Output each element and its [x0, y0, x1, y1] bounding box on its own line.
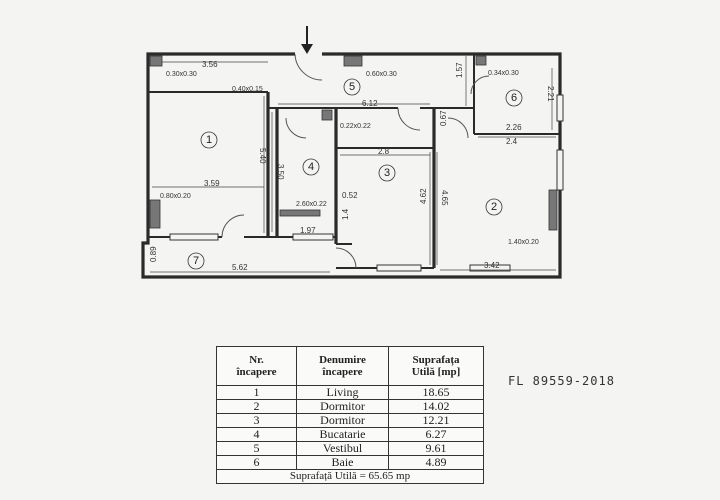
total-area: Suprafață Utilă = 65.65 mp	[216, 469, 484, 484]
dim-label: 1.97	[300, 226, 316, 235]
dim-label: 2.8	[378, 147, 390, 156]
pillar-label: 0.22x0.22	[340, 123, 371, 130]
dim-label: 3.50	[276, 164, 285, 180]
dim-label: 5.62	[232, 263, 248, 272]
cell-area: 18.65	[387, 385, 485, 400]
room-4-number: 4	[308, 161, 314, 173]
cell-nr: 3	[215, 413, 298, 428]
dim-label: 2.26	[506, 123, 522, 132]
dimension-lines	[150, 56, 556, 273]
table-row: 4 Bucatarie 6.27	[215, 427, 485, 442]
header-text: Nr. încapere	[236, 354, 277, 378]
pillars	[149, 55, 558, 231]
dim-label: 1.57	[455, 62, 464, 78]
header-text: Suprafața Utilă [mp]	[411, 354, 461, 378]
cell-nr: 2	[215, 399, 298, 414]
dim-label: 2.21	[546, 86, 555, 102]
pillar-label: 0.30x0.30	[166, 71, 197, 78]
dim-label: 0.52	[342, 191, 358, 200]
dimension-labels: 3.56 6.12 2.8 3.59 5.62 3.42 2.26 2.4 1.…	[149, 60, 555, 272]
dim-label: 4.62	[419, 188, 428, 204]
table-total-row: Suprafață Utilă = 65.65 mp	[216, 469, 484, 484]
pillar-label: 0.40x0.15	[232, 86, 263, 93]
cell-area: 9.61	[387, 441, 485, 456]
floor-plan: 1 2 3 4 5 6 7 3.56 6.12 2.8 3.59 5.62 3.…	[141, 26, 564, 279]
area-table: Nr. încapere Denumire încapere Suprafața…	[215, 346, 485, 484]
cell-area: 4.89	[387, 455, 485, 470]
cell-name: Vestibul	[296, 441, 389, 456]
dim-label: 2.4	[506, 137, 518, 146]
room-numbers: 1 2 3 4 5 6 7	[187, 78, 523, 270]
dim-label: 3.42	[484, 261, 500, 270]
cell-nr: 6	[215, 455, 298, 470]
table-row: 6 Baie 4.89	[215, 455, 485, 470]
room-3-number: 3	[384, 167, 390, 179]
room-7-number: 7	[193, 255, 199, 267]
header-text: Denumire încapere	[319, 354, 366, 378]
dim-label: 5.40	[258, 148, 267, 164]
pillar-labels: 0.30x0.30 0.40x0.15 0.60x0.30 0.34x0.30 …	[160, 70, 539, 246]
area-table-grid: Nr. încapere Denumire încapere Suprafața…	[215, 346, 485, 484]
dim-label: 1.4	[341, 208, 350, 220]
cell-name: Dormitor	[296, 399, 389, 414]
cell-nr: 4	[215, 427, 298, 442]
header-room-name: Denumire încapere	[296, 346, 389, 386]
registration-stamp: FL 89559-2018	[508, 374, 615, 388]
dim-label: 6.12	[362, 99, 378, 108]
dim-label: 3.59	[204, 179, 220, 188]
outer-walls	[141, 52, 562, 279]
header-room-area: Suprafața Utilă [mp]	[387, 346, 485, 386]
cell-name: Dormitor	[296, 413, 389, 428]
cell-name: Baie	[296, 455, 389, 470]
cell-nr: 5	[215, 441, 298, 456]
header-room-nr: Nr. încapere	[215, 346, 298, 386]
room-1-number: 1	[206, 134, 212, 146]
pillar-label: 0.34x0.30	[488, 70, 519, 77]
table-row: 3 Dormitor 12.21	[215, 413, 485, 428]
room-2-number: 2	[491, 201, 497, 213]
table-header-row: Nr. încapere Denumire încapere Suprafața…	[215, 346, 485, 386]
table-row: 2 Dormitor 14.02	[215, 399, 485, 414]
table-row: 1 Living 18.65	[215, 385, 485, 400]
entrance-arrow-icon	[301, 26, 313, 54]
cell-nr: 1	[215, 385, 298, 400]
dim-label: 0.67	[439, 110, 448, 126]
room-6-number: 6	[511, 92, 517, 104]
pillar-label: 2.60x0.22	[296, 201, 327, 208]
windows	[169, 94, 564, 272]
cell-name: Bucatarie	[296, 427, 389, 442]
dim-label: 0.89	[149, 246, 158, 262]
dim-label: 3.56	[202, 60, 218, 69]
cell-area: 14.02	[387, 399, 485, 414]
doors	[221, 53, 490, 269]
pillar-label: 0.80x0.20	[160, 193, 191, 200]
table-row: 5 Vestibul 9.61	[215, 441, 485, 456]
cell-area: 6.27	[387, 427, 485, 442]
dim-label: 4.65	[440, 190, 449, 206]
cell-name: Living	[296, 385, 389, 400]
room-5-number: 5	[349, 81, 355, 93]
pillar-label: 1.40x0.20	[508, 239, 539, 246]
cell-area: 12.21	[387, 413, 485, 428]
pillar-label: 0.60x0.30	[366, 71, 397, 78]
